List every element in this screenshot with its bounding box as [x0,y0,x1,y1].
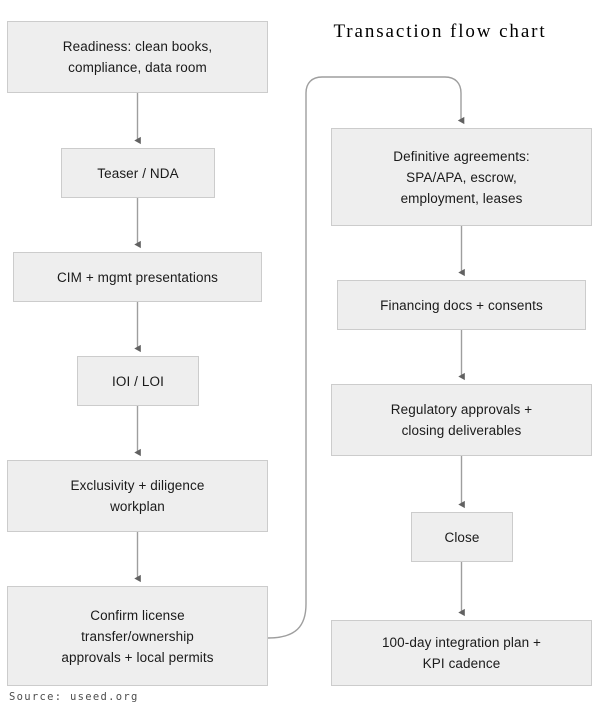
node-financing-docs-consents[interactable]: Financing docs + consents [337,280,586,330]
node-close[interactable]: Close [411,512,513,562]
node-readiness[interactable]: Readiness: clean books, compliance, data… [7,21,268,93]
node-integration-plan[interactable]: 100-day integration plan + KPI cadence [331,620,592,686]
node-cim-mgmt-presentations[interactable]: CIM + mgmt presentations [13,252,262,302]
node-teaser-nda[interactable]: Teaser / NDA [61,148,215,198]
node-confirm-license-transfer[interactable]: Confirm license transfer/ownership appro… [7,586,268,686]
node-exclusivity-diligence[interactable]: Exclusivity + diligence workplan [7,460,268,532]
node-ioi-loi[interactable]: IOI / LOI [77,356,199,406]
chart-title: Transaction flow chart [333,21,547,42]
node-regulatory-approvals[interactable]: Regulatory approvals + closing deliverab… [331,384,592,456]
node-definitive-agreements[interactable]: Definitive agreements: SPA/APA, escrow, … [331,128,592,226]
source-attribution: Source: useed.org [9,691,139,703]
